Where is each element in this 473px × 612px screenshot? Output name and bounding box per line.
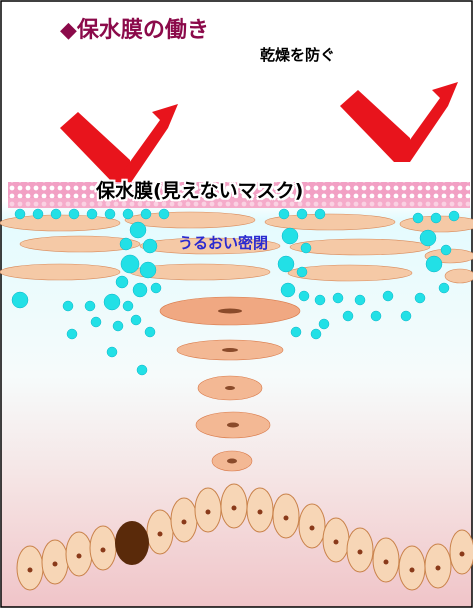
- arrow-check-icon: [340, 82, 458, 162]
- moisture-label: うるおい密閉: [178, 234, 269, 252]
- arrow-check-icon: [60, 104, 178, 184]
- cell-nuclei: [218, 308, 242, 464]
- horny-layer-cells: [0, 211, 473, 284]
- page-title: ◆保水膜の働き: [60, 18, 209, 43]
- basal-nuclei: [27, 505, 465, 573]
- basal-cells: [16, 483, 473, 591]
- subtitle: 乾燥を防ぐ: [260, 46, 336, 64]
- moisture-droplets: [11, 208, 460, 376]
- water-film-label: 保水膜(見えないマスク): [96, 180, 304, 202]
- melanocyte: [115, 521, 149, 565]
